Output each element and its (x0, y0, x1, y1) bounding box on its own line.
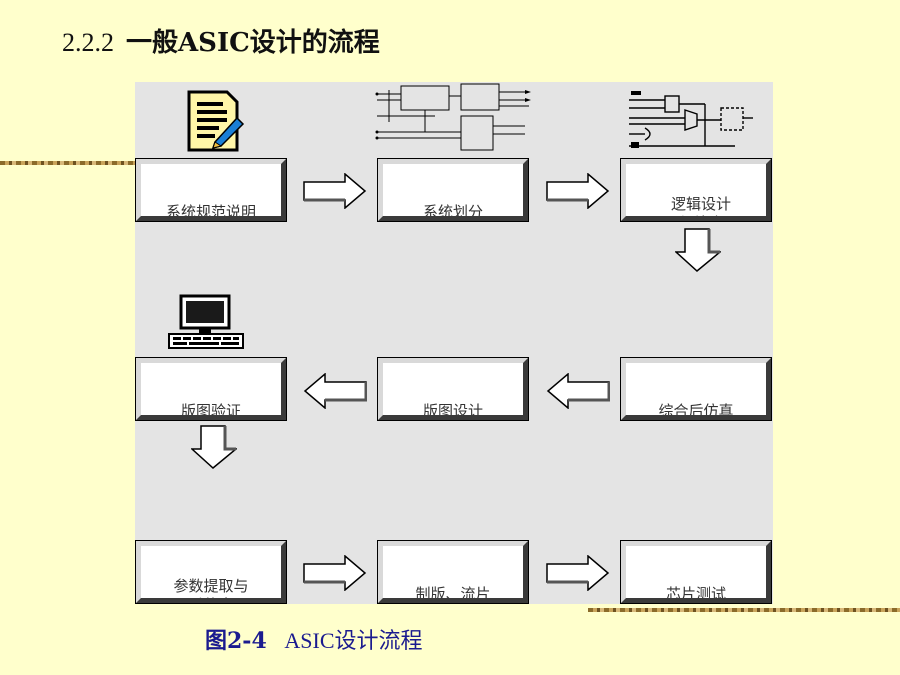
step-label: 版图设计 (422, 402, 483, 420)
step-label: 芯片测试 (665, 585, 726, 603)
step-layout-design: 版图设计 (378, 358, 528, 420)
step-label: 制版、流片 (415, 585, 491, 603)
block-diagram-icon (375, 83, 531, 151)
arrow-right-icon (303, 173, 367, 209)
figure-title: ASIC设计流程 (284, 628, 423, 653)
decorative-rule-right (588, 608, 900, 612)
figure-number: 图2-4 (205, 628, 267, 654)
step-mask-tapeout: 制版、流片 (378, 541, 528, 603)
arrow-right-icon (546, 555, 610, 591)
arrow-left-icon (303, 373, 367, 409)
decorative-rule-left (0, 161, 140, 165)
step-layout-verification: 版图验证 (136, 358, 286, 420)
step-chip-testing: 芯片测试 (621, 541, 771, 603)
step-label: 系统划分 (422, 203, 483, 221)
step-parameter-extraction: 参数提取与后仿真 (136, 541, 286, 603)
logic-schematic-icon (629, 91, 753, 148)
step-label: 综合后仿真 (658, 402, 734, 420)
flow-diagram-panel: 系统规范说明 系统划分 逻辑设计与综合 版图验证 版图设计 综合后仿真 参数提取… (135, 82, 773, 604)
step-label: 系统规范说明 (165, 203, 256, 221)
step-label: 参数提取与后仿真 (173, 577, 249, 598)
document-pen-icon (187, 90, 245, 152)
figure-caption: 图2-4 ASIC设计流程 (205, 623, 423, 655)
step-label: 逻辑设计与综合 (670, 195, 731, 216)
computer-workstation-icon (168, 294, 244, 349)
arrow-left-icon (546, 373, 610, 409)
slide-title: 2.2.2 一般ASIC设计的流程 (62, 22, 380, 59)
step-system-specification: 系统规范说明 (136, 159, 286, 221)
arrow-right-icon (303, 555, 367, 591)
step-logic-design-synthesis: 逻辑设计与综合 (621, 159, 771, 221)
step-post-synthesis-simulation: 综合后仿真 (621, 358, 771, 420)
step-label: 版图验证 (180, 402, 241, 420)
arrow-right-icon (546, 173, 610, 209)
section-heading: 一般ASIC设计的流程 (126, 28, 380, 58)
arrow-down-icon (675, 228, 721, 272)
section-number: 2.2.2 (62, 28, 114, 57)
step-system-partition: 系统划分 (378, 159, 528, 221)
arrow-down-icon (191, 425, 237, 469)
